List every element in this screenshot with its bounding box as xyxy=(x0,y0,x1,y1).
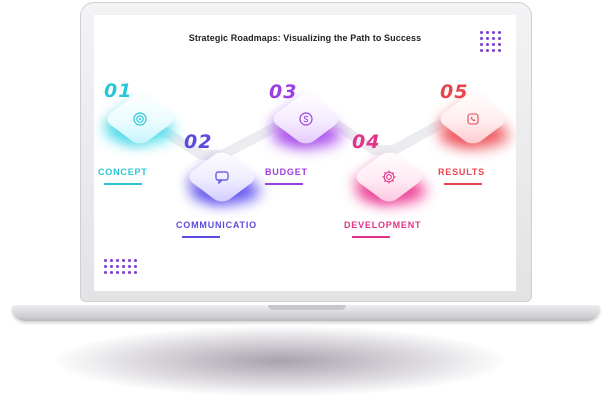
laptop-screen: Strategic Roadmaps: Visualizing the Path… xyxy=(94,15,516,291)
step-3-label: BUDGET xyxy=(265,167,308,177)
step-2-tile xyxy=(184,145,260,209)
dot-grid-bottom-left-icon xyxy=(104,259,137,274)
dollar-coin-icon xyxy=(299,112,313,126)
step-5-underline xyxy=(444,183,482,185)
phone-icon xyxy=(467,113,479,125)
step-1-underline xyxy=(104,183,142,185)
step-4-underline xyxy=(352,236,390,238)
step-1-label: CONCEPT xyxy=(98,167,148,177)
laptop-shadow xyxy=(55,326,505,396)
step-2-number: 02 xyxy=(184,131,213,153)
step-3-number: 03 xyxy=(269,81,298,103)
step-5-number: 05 xyxy=(440,81,469,103)
laptop-hinge-notch xyxy=(268,305,346,310)
roadmap-connector xyxy=(139,106,469,160)
step-3-tile xyxy=(268,87,344,151)
step-2-underline xyxy=(182,236,220,238)
step-4-tile xyxy=(351,145,427,209)
step-5-tile xyxy=(435,87,511,151)
step-2-label: COMMUNICATIO xyxy=(176,220,257,230)
step-3-underline xyxy=(265,183,303,185)
target-icon xyxy=(133,112,147,126)
gear-icon xyxy=(382,170,396,184)
laptop-base xyxy=(12,305,600,321)
step-1-number: 01 xyxy=(104,80,133,102)
slide-title: Strategic Roadmaps: Visualizing the Path… xyxy=(188,33,422,43)
step-4-label: DEVELOPMENT xyxy=(344,220,422,230)
step-1-tile xyxy=(102,87,178,151)
chat-icon xyxy=(215,171,229,185)
step-5-label: RESULTS xyxy=(438,167,485,177)
dot-grid-top-right-icon xyxy=(480,31,501,52)
step-4-number: 04 xyxy=(352,131,381,153)
